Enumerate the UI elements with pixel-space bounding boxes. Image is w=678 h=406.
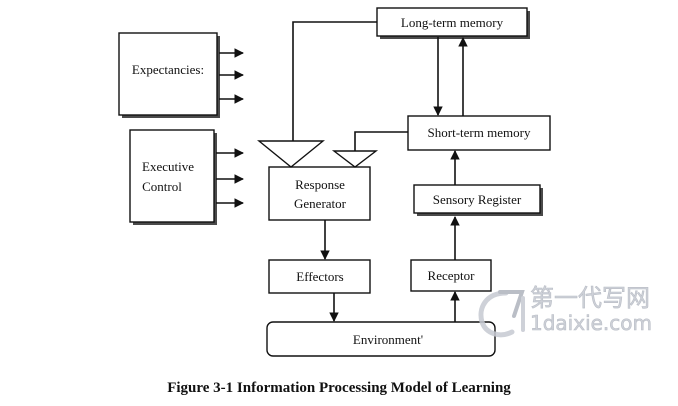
environment-label: Environment' <box>353 332 423 347</box>
sensory-register-label: Sensory Register <box>433 192 522 207</box>
receptor-box: Receptor <box>410 259 492 292</box>
executive-control-label-line1: Executive <box>142 159 194 174</box>
executive-control-box: Executive Control <box>129 129 217 225</box>
expectancies-box: Expectancies: <box>118 32 220 118</box>
response-generator-label-line2: Generator <box>294 196 347 211</box>
executive-control-label-line2: Control <box>142 179 182 194</box>
small-funnel-shape <box>331 150 379 168</box>
response-generator-box: Response Generator <box>268 166 371 221</box>
ltm-to-generator-connector <box>292 21 377 141</box>
effectors-label: Effectors <box>296 269 343 284</box>
short-term-memory-box: Short-term memory <box>407 115 551 151</box>
response-generator-label-line1: Response <box>295 177 345 192</box>
watermark: 第一代写网 1daixie.com <box>478 284 652 338</box>
watermark-logo-icon <box>478 290 525 338</box>
receptor-label: Receptor <box>428 268 476 283</box>
large-funnel-shape <box>257 140 325 168</box>
long-term-memory-box: Long-term memory <box>376 7 530 39</box>
stm-to-generator-connector <box>354 131 408 151</box>
sensory-register-box: Sensory Register <box>413 184 543 216</box>
effectors-box: Effectors <box>268 259 371 294</box>
expectancies-label: Expectancies: <box>132 62 204 77</box>
long-term-memory-label: Long-term memory <box>401 15 504 30</box>
figure-caption: Figure 3-1 Information Processing Model … <box>167 380 511 396</box>
short-term-memory-label: Short-term memory <box>428 125 531 140</box>
watermark-url-text: 1daixie.com <box>530 311 652 335</box>
watermark-cn-text: 第一代写网 <box>530 284 650 312</box>
environment-box: Environment' <box>266 321 496 357</box>
